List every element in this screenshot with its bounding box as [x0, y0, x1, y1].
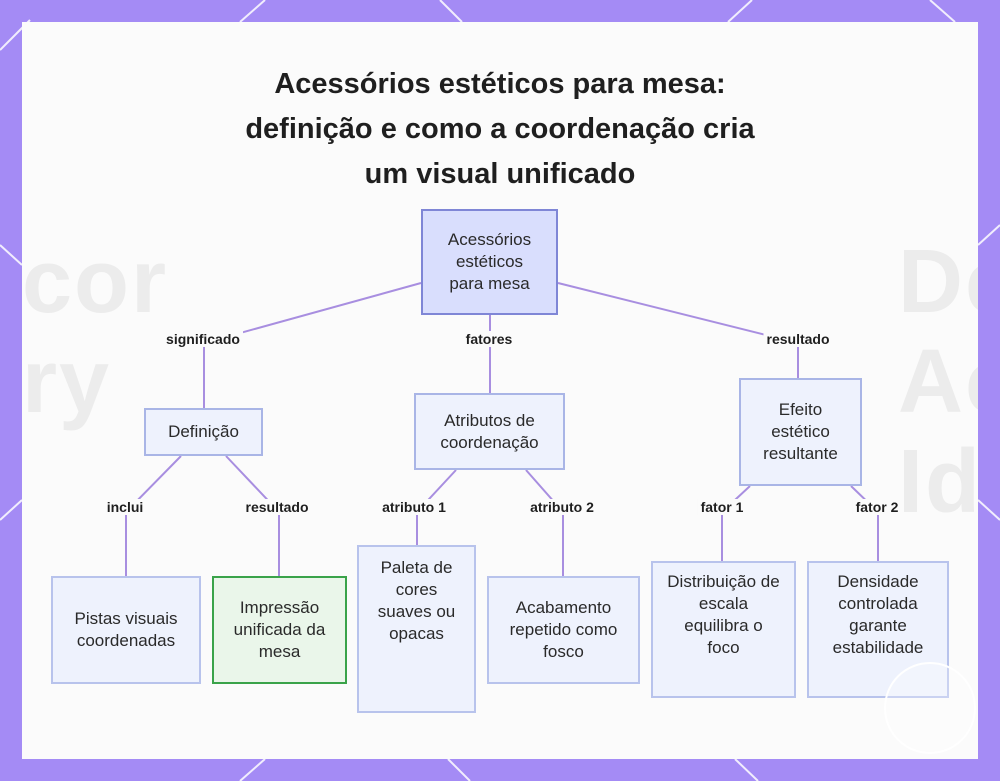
node-efeito: Efeito estético resultante [739, 378, 862, 486]
node-acabamento: Acabamento repetido como fosco [487, 576, 640, 684]
node-paleta: Paleta de cores suaves ou opacas [357, 545, 476, 713]
node-definicao: Definição [144, 408, 263, 456]
edge-label-fator-2: fator 2 [853, 499, 902, 515]
edge-atributos-acabamento [526, 470, 563, 576]
edge-label-inclui: inclui [104, 499, 147, 515]
node-atributos: Atributos de coordenação [414, 393, 565, 470]
edge-label-resultado-definicao: resultado [242, 499, 311, 515]
edge-label-significado: significado [163, 331, 243, 347]
node-root: Acessórios estéticos para mesa [421, 209, 558, 315]
edge-definicao-pistas [126, 456, 181, 576]
node-distribuicao: Distribuição de escala equilibra o foco [651, 561, 796, 698]
edge-label-fator-1: fator 1 [698, 499, 747, 515]
edge-label-atributo-2: atributo 2 [527, 499, 597, 515]
edge-label-fatores: fatores [463, 331, 516, 347]
edge-root-efeito [558, 283, 798, 378]
node-pistas: Pistas visuais coordenadas [51, 576, 201, 684]
logo-badge [884, 662, 976, 754]
edge-label-atributo-1: atributo 1 [379, 499, 449, 515]
edge-efeito-distribuicao [722, 486, 750, 561]
edge-definicao-impressao [226, 456, 279, 576]
node-impressao: Impressão unificada da mesa [212, 576, 347, 684]
edge-label-resultado-top: resultado [763, 331, 832, 347]
edge-efeito-densidade [851, 486, 878, 561]
